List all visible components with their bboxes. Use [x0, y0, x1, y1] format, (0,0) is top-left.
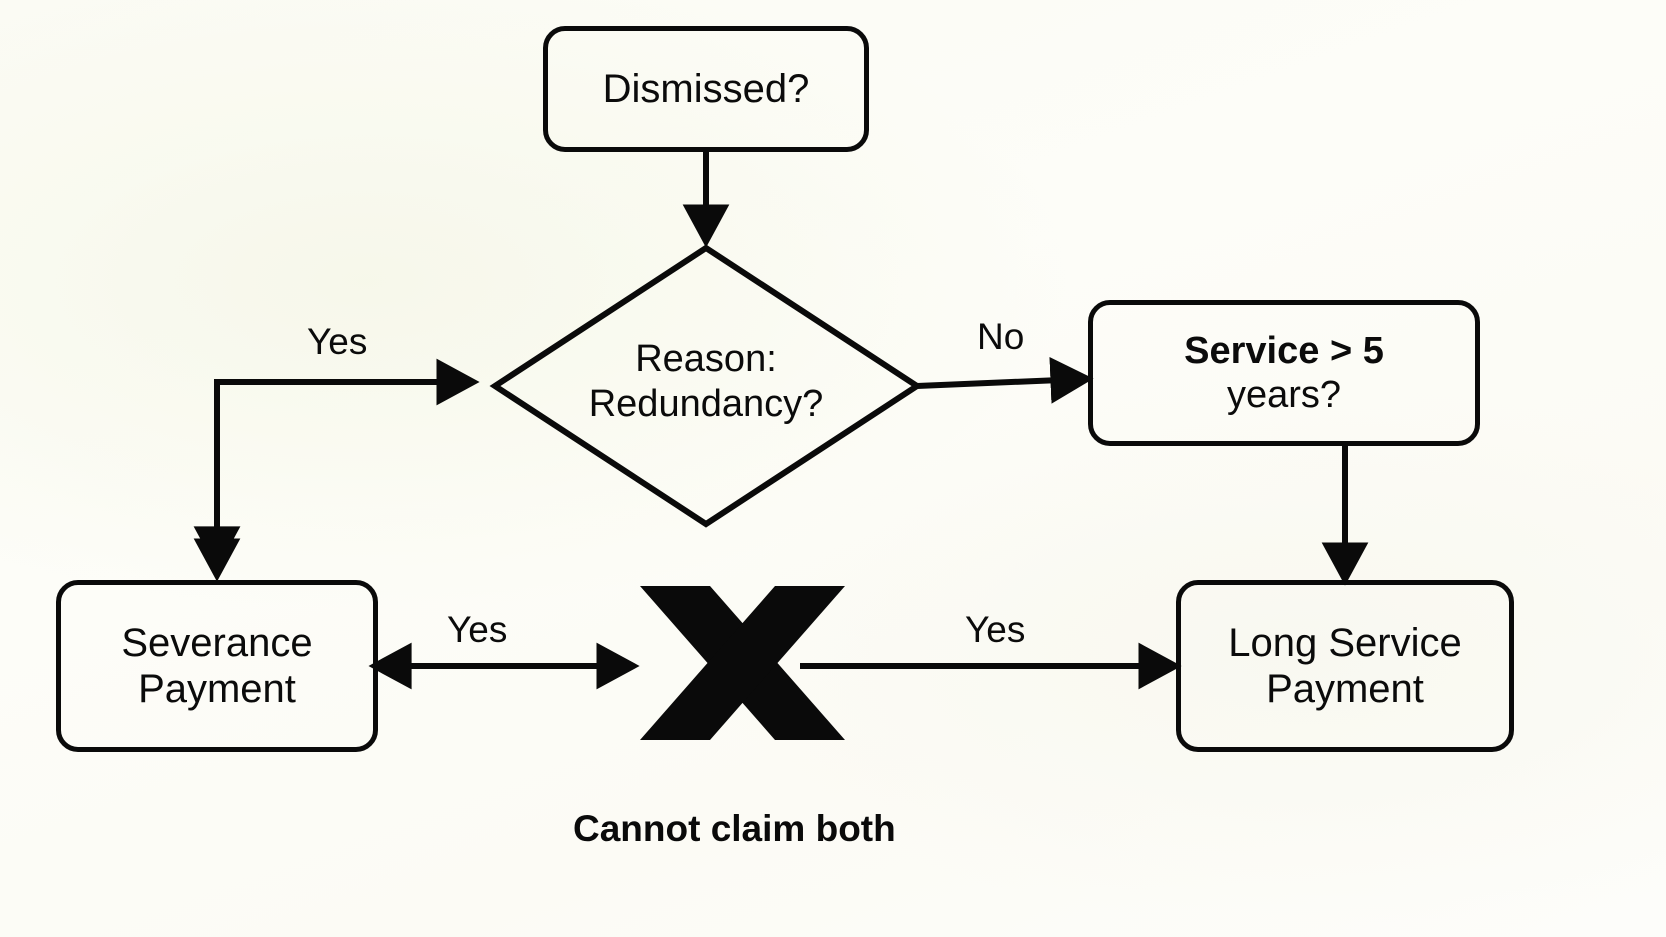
- node-dismissed[interactable]: Dismissed?: [543, 26, 869, 152]
- node-service[interactable]: Service > 5 years?: [1088, 300, 1480, 446]
- edge-label-reason-yes: Yes: [307, 321, 368, 362]
- edge-label-severance-to-cross: Yes: [447, 609, 508, 650]
- node-service-label-rest: years?: [1226, 374, 1342, 416]
- diagram-caption: Cannot claim both: [573, 808, 896, 849]
- edge-label-reason-no: No: [977, 316, 1025, 357]
- node-dismissed-label: Dismissed?: [602, 66, 810, 111]
- node-severance-payment[interactable]: Severance Payment: [56, 580, 378, 752]
- node-service-label-bold: Service > 5: [1184, 329, 1384, 372]
- cross-mark-icon: [640, 586, 845, 740]
- edge-reason-yes: [193, 358, 480, 570]
- edge-label-cross-to-long-service: Yes: [965, 609, 1026, 650]
- edge-reason-no: [916, 357, 1094, 404]
- reason-diamond-shape: [489, 244, 923, 528]
- node-reason-label: Reason: Redundancy?: [588, 338, 824, 425]
- node-long-service-payment[interactable]: Long Service Payment: [1176, 580, 1514, 752]
- node-severance-payment-label: Severance Payment: [121, 620, 313, 711]
- node-long-service-payment-label: Long Service Payment: [1228, 620, 1462, 711]
